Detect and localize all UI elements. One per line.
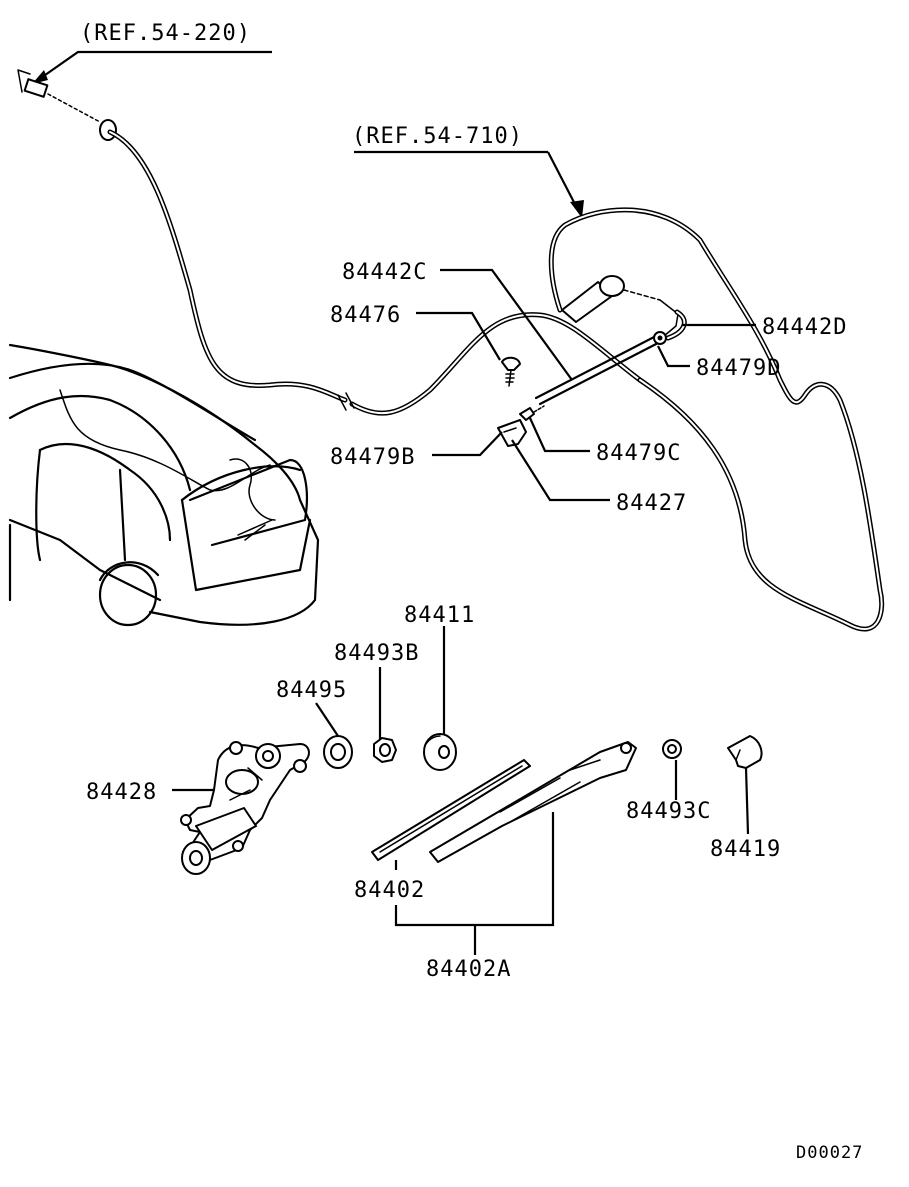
label-84479C: 84479C: [596, 441, 681, 466]
cover-84419: [727, 735, 763, 769]
hose-cap: [599, 275, 625, 297]
joint-84479C: [519, 405, 545, 421]
leader-84479C: [528, 417, 590, 453]
ref-54-220-leader: [37, 50, 272, 81]
wiper-arm-84402A: [429, 741, 637, 863]
nozzle-84479B: [497, 419, 527, 447]
label-84402: 84402: [354, 878, 425, 903]
leader-lines: [172, 268, 756, 955]
label-84495: 84495: [276, 678, 347, 703]
washer-hose-rear: [548, 207, 885, 632]
ref-54-710-label: (REF.54-710): [352, 124, 523, 149]
hose-clip-end: [17, 69, 31, 93]
leader-84495: [315, 702, 339, 737]
label-84493C: 84493C: [626, 799, 711, 824]
cap-84411: [423, 733, 457, 771]
label-84479D: 84479D: [696, 356, 781, 381]
leader-84419: [744, 767, 750, 835]
arrow-head-icon: [570, 200, 584, 218]
ref-54-220-label: (REF.54-220): [80, 21, 251, 46]
label-84442C: 84442C: [342, 260, 427, 285]
vehicle-outline: [8, 343, 320, 627]
label-84427: 84427: [616, 491, 687, 516]
label-84419: 84419: [710, 837, 781, 862]
leader-84479D: [657, 345, 690, 368]
arrow-head-icon: [32, 70, 48, 84]
wiper-motor-84428: [180, 741, 310, 875]
leader-84427: [511, 439, 610, 502]
nut-84493C: [662, 739, 682, 759]
clip-84476: [501, 356, 521, 387]
label-84479B: 84479B: [330, 445, 415, 470]
hose-joint: [47, 93, 101, 123]
ref-54-220-callout: (REF.54-220): [32, 21, 272, 84]
label-84402A: 84402A: [426, 957, 511, 982]
washer-84495: [323, 735, 353, 769]
leader-84479B: [432, 431, 503, 457]
ref-54-710-leader: [354, 150, 579, 211]
part-labels: 84442C 84476 84442D 84479D 84479B 84479C…: [86, 260, 847, 982]
wiper-blade-84402: [371, 759, 531, 861]
label-84476: 84476: [330, 303, 401, 328]
label-84493B: 84493B: [334, 641, 419, 666]
grommet: [99, 119, 117, 141]
label-84411: 84411: [404, 603, 475, 628]
leader-84476: [416, 311, 501, 361]
label-84442D: 84442D: [762, 315, 847, 340]
hose-break-mark: [337, 392, 355, 411]
leader-84442C: [440, 268, 573, 381]
label-84428: 84428: [86, 780, 157, 805]
hose-pipe-84442C: [534, 331, 667, 406]
diagram-code: D00027: [796, 1143, 863, 1163]
nut-84493B: [373, 737, 397, 763]
hose-connector: [23, 78, 49, 98]
ref-54-710-callout: (REF.54-710): [352, 124, 584, 218]
washer-hose-front: [17, 69, 643, 416]
